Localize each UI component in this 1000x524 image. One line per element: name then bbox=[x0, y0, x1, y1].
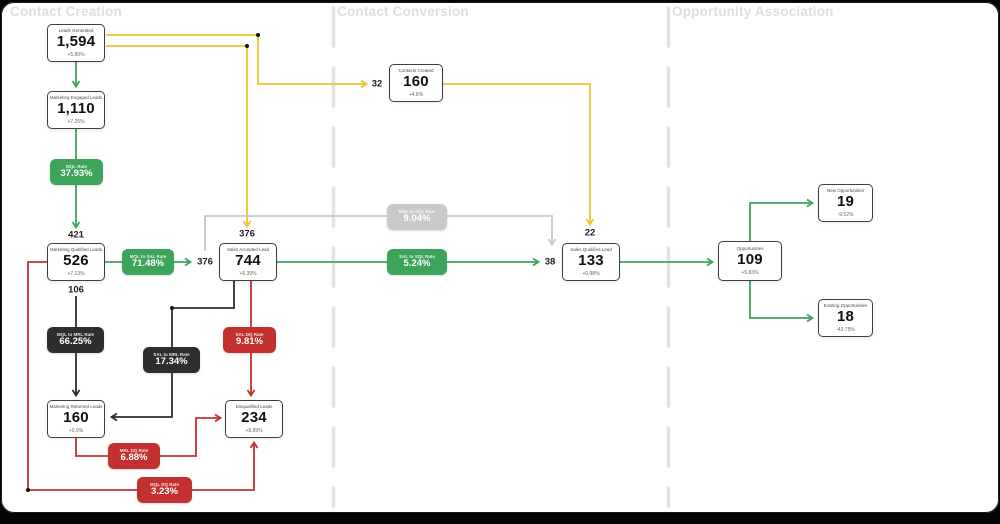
flow-count-376-top: 376 bbox=[239, 228, 255, 240]
badge-mql-to-sal-rate[interactable]: MQL to SAL Rate 71.48% bbox=[122, 249, 174, 275]
node-new-opportunities[interactable]: New Opportunities 19 -9.52% bbox=[818, 184, 873, 222]
badge-sal-to-sql-rate[interactable]: SAL to SQL Rate 5.24% bbox=[387, 249, 447, 275]
junction-dot bbox=[170, 306, 174, 310]
badge-label: MQL to SQL Rate bbox=[398, 209, 436, 215]
node-label: Sales Accepted Lead bbox=[226, 247, 270, 253]
node-delta: +5.39% bbox=[239, 270, 257, 277]
badge-mql-to-sql-rate[interactable]: MQL to SQL Rate 9.04% bbox=[387, 204, 447, 230]
badge-value: 3.23% bbox=[151, 486, 178, 498]
connector-leads-to-contacts-created bbox=[106, 34, 369, 89]
node-delta: +0.9% bbox=[68, 427, 84, 434]
node-delta: +8.89% bbox=[245, 427, 263, 434]
badge-label: MQL to SAL Rate bbox=[129, 254, 167, 260]
connector-contacts-to-sales-qualified bbox=[443, 83, 595, 227]
node-marketing-returned-leads[interactable]: Marketing Returned Leads 160 +0.9% bbox=[47, 400, 105, 438]
badge-sal-to-mrl-rate[interactable]: SAL to MRL Rate 17.34% bbox=[143, 347, 200, 373]
node-label: Opportunities bbox=[736, 246, 764, 252]
badge-mql-to-mrl-rate[interactable]: MQL to MRL Rate 66.25% bbox=[47, 327, 104, 353]
connector-returned-to-disqualified bbox=[75, 413, 223, 457]
node-existing-opportunities[interactable]: Existing Opportunities 18 -43.75% bbox=[818, 299, 873, 337]
badge-value: 6.88% bbox=[120, 452, 148, 464]
node-value: 744 bbox=[235, 252, 261, 270]
node-delta: +7.13% bbox=[67, 270, 85, 277]
connector-mql-to-sql-direct bbox=[204, 215, 557, 251]
badge-mql-dq-rate[interactable]: MQL DQ Rate 3.23% bbox=[137, 477, 192, 503]
node-value: 18 bbox=[836, 308, 855, 326]
badge-label: MQL DQ Rate bbox=[150, 482, 179, 488]
node-label: New Opportunities bbox=[826, 188, 865, 194]
section-title-contact-conversion: Contact Conversion bbox=[337, 4, 469, 19]
flow-count-106: 106 bbox=[68, 284, 84, 296]
node-value: 234 bbox=[241, 409, 267, 427]
node-value: 19 bbox=[836, 193, 855, 211]
flow-count-421: 421 bbox=[68, 229, 84, 241]
node-delta: +5.89% bbox=[67, 51, 85, 58]
node-label: Sales Qualified Lead bbox=[570, 247, 612, 253]
node-value: 1,594 bbox=[56, 33, 96, 51]
badge-label: MQL to MRL Rate bbox=[56, 332, 95, 338]
junction-dot bbox=[26, 488, 30, 492]
node-disqualified-leads[interactable]: Disqualified Leads 234 +8.89% bbox=[225, 400, 283, 438]
node-marketing-qualified-leads[interactable]: Marketing Qualified Leads 526 +7.13% bbox=[47, 243, 105, 281]
badge-value: 5.24% bbox=[403, 258, 431, 270]
node-marketing-engaged-leads[interactable]: Marketing Engaged Leads 1,110 +7.25% bbox=[47, 91, 105, 129]
node-delta: +5.83% bbox=[741, 269, 759, 276]
node-label: Leads Generated bbox=[58, 28, 94, 34]
flow-count-38: 38 bbox=[544, 256, 556, 268]
node-label: Marketing Returned Leads bbox=[49, 404, 103, 410]
node-contacts-created[interactable]: Contacts Created 160 +4.8% bbox=[389, 64, 443, 102]
node-label: Marketing Qualified Leads bbox=[49, 247, 103, 253]
connector-leads-to-sales-accepted bbox=[106, 45, 252, 229]
node-opportunities[interactable]: Opportunities 109 +5.83% bbox=[718, 241, 782, 281]
connector-opps-to-existing-opps bbox=[749, 281, 815, 323]
node-value: 1,110 bbox=[57, 100, 95, 118]
badge-label: SAL DQ Rate bbox=[235, 332, 264, 338]
badge-label: SAL to MRL Rate bbox=[153, 352, 190, 358]
badge-value: 71.48% bbox=[131, 258, 165, 270]
badge-label: MQL Rate bbox=[66, 164, 87, 170]
flow-count-376-side: 376 bbox=[197, 256, 213, 268]
badge-mql-rate[interactable]: MQL Rate 37.93% bbox=[50, 159, 103, 185]
badge-label: SAL to SQL Rate bbox=[399, 254, 435, 260]
section-title-opportunity-association: Opportunity Association bbox=[672, 4, 834, 19]
badge-label: MRL DQ Rate bbox=[119, 448, 149, 454]
badge-value: 17.34% bbox=[155, 356, 188, 368]
node-delta: +7.25% bbox=[67, 118, 85, 125]
badge-value: 37.93% bbox=[60, 168, 93, 180]
section-title-contact-creation: Contact Creation bbox=[10, 4, 122, 19]
node-value: 133 bbox=[578, 252, 604, 270]
node-sales-qualified-lead[interactable]: Sales Qualified Lead 133 +0.98% bbox=[562, 243, 620, 281]
node-value: 160 bbox=[63, 409, 89, 427]
badge-mrl-dq-rate[interactable]: MRL DQ Rate 6.88% bbox=[108, 443, 160, 469]
node-sales-accepted-lead[interactable]: Sales Accepted Lead 744 +5.39% bbox=[219, 243, 277, 281]
node-value: 160 bbox=[403, 73, 429, 91]
node-delta: -43.75% bbox=[836, 326, 855, 333]
badge-value: 66.25% bbox=[59, 336, 92, 348]
node-label: Marketing Engaged Leads bbox=[49, 95, 103, 101]
flow-count-32: 32 bbox=[371, 78, 383, 90]
node-delta: -9.52% bbox=[837, 211, 854, 218]
badge-value: 9.04% bbox=[403, 213, 431, 225]
node-value: 109 bbox=[737, 251, 763, 269]
node-delta: +0.98% bbox=[582, 270, 600, 277]
node-label: Disqualified Leads bbox=[235, 404, 273, 410]
badge-value: 9.81% bbox=[236, 336, 263, 348]
node-leads-generated[interactable]: Leads Generated 1,594 +5.89% bbox=[47, 24, 105, 62]
node-delta: +4.8% bbox=[408, 91, 424, 98]
node-label: Existing Opportunities bbox=[823, 303, 868, 309]
flow-count-22: 22 bbox=[584, 227, 596, 239]
junction-dot bbox=[256, 33, 260, 37]
node-value: 526 bbox=[63, 252, 89, 270]
connector-opps-to-new-opps bbox=[749, 198, 815, 241]
junction-dot bbox=[245, 44, 249, 48]
node-label: Contacts Created bbox=[398, 68, 434, 74]
badge-sal-dq-rate[interactable]: SAL DQ Rate 9.81% bbox=[223, 327, 276, 353]
